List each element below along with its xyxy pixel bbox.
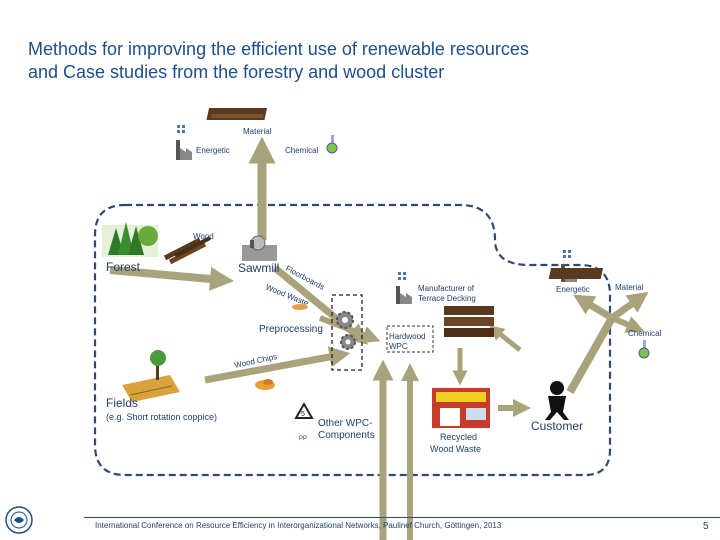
shop-icon xyxy=(432,388,490,428)
label-chemical-top: Chemical xyxy=(285,146,319,155)
label-fields: Fields xyxy=(106,396,138,410)
university-seal-icon xyxy=(5,506,33,534)
plank-icon xyxy=(206,108,268,120)
label-wpc: WPC xyxy=(389,342,408,351)
label-fields-sub: (e.g. Short rotation coppice) xyxy=(106,412,217,422)
label-manufacturer-2: Terrace Decking xyxy=(418,294,476,303)
preprocessing-box xyxy=(331,294,363,371)
factory-icon xyxy=(396,272,412,304)
page-number: 5 xyxy=(703,521,709,532)
label-wood: Wood xyxy=(193,232,214,241)
label-customer: Customer xyxy=(531,419,583,433)
label-other-wpc-1: Other WPC- xyxy=(318,418,372,429)
gear-icon xyxy=(336,311,356,350)
flow-arrows xyxy=(109,136,649,540)
label-material-right: Material xyxy=(615,283,644,292)
factory-icon xyxy=(176,125,192,160)
title-line-1: Methods for improving the efficient use … xyxy=(28,39,529,59)
label-energetic-top: Energetic xyxy=(196,146,230,155)
label-manufacturer-1: Manufacturer of xyxy=(418,284,475,293)
slide-title: Methods for improving the efficient use … xyxy=(28,38,708,84)
sawmill-icon xyxy=(242,235,277,261)
svg-text:5: 5 xyxy=(301,411,305,418)
label-hardwood: Hardwood xyxy=(389,332,425,341)
label-energetic-right: Energetic xyxy=(556,285,590,294)
arrow-fields-preprocessing xyxy=(204,346,351,384)
label-recycled-2: Wood Waste xyxy=(430,444,481,454)
title-line-2: and Case studies from the forestry and w… xyxy=(28,62,445,82)
label-pp: PP xyxy=(299,436,307,442)
plank-icon xyxy=(548,268,604,279)
arrow-customer-up xyxy=(566,316,616,394)
tree-icon xyxy=(102,222,158,257)
person-icon xyxy=(545,381,569,420)
label-preprocessing: Preprocessing xyxy=(259,324,323,335)
arrow-to-energetic-right xyxy=(572,294,614,322)
label-material-top: Material xyxy=(243,127,272,136)
wood-chips-icon xyxy=(255,379,275,390)
arrow-to-material-right xyxy=(609,291,649,321)
system-boundary xyxy=(93,203,612,477)
arrow-recycled-loop xyxy=(489,325,522,352)
label-sawmill: Sawmill xyxy=(238,261,279,275)
wpc-box xyxy=(386,325,434,353)
plant-icon xyxy=(122,350,180,402)
arrow-to-chemical-right xyxy=(610,315,645,333)
flask-icon xyxy=(326,135,338,154)
footer-divider xyxy=(84,517,720,518)
wood-waste-icon xyxy=(292,304,308,310)
log-icon xyxy=(163,236,211,265)
label-other-wpc-2: Components xyxy=(318,430,375,441)
label-forest: Forest xyxy=(106,260,141,274)
recycle-icon: 5 xyxy=(294,401,314,419)
plank-icon xyxy=(444,306,494,337)
footer-text: International Conference on Resource Eff… xyxy=(95,521,502,530)
label-chemical-right: Chemical xyxy=(628,329,662,338)
label-recycled-1: Recycled xyxy=(440,432,477,442)
flask-icon xyxy=(638,340,650,359)
arrow-forest-sawmill xyxy=(109,266,234,291)
